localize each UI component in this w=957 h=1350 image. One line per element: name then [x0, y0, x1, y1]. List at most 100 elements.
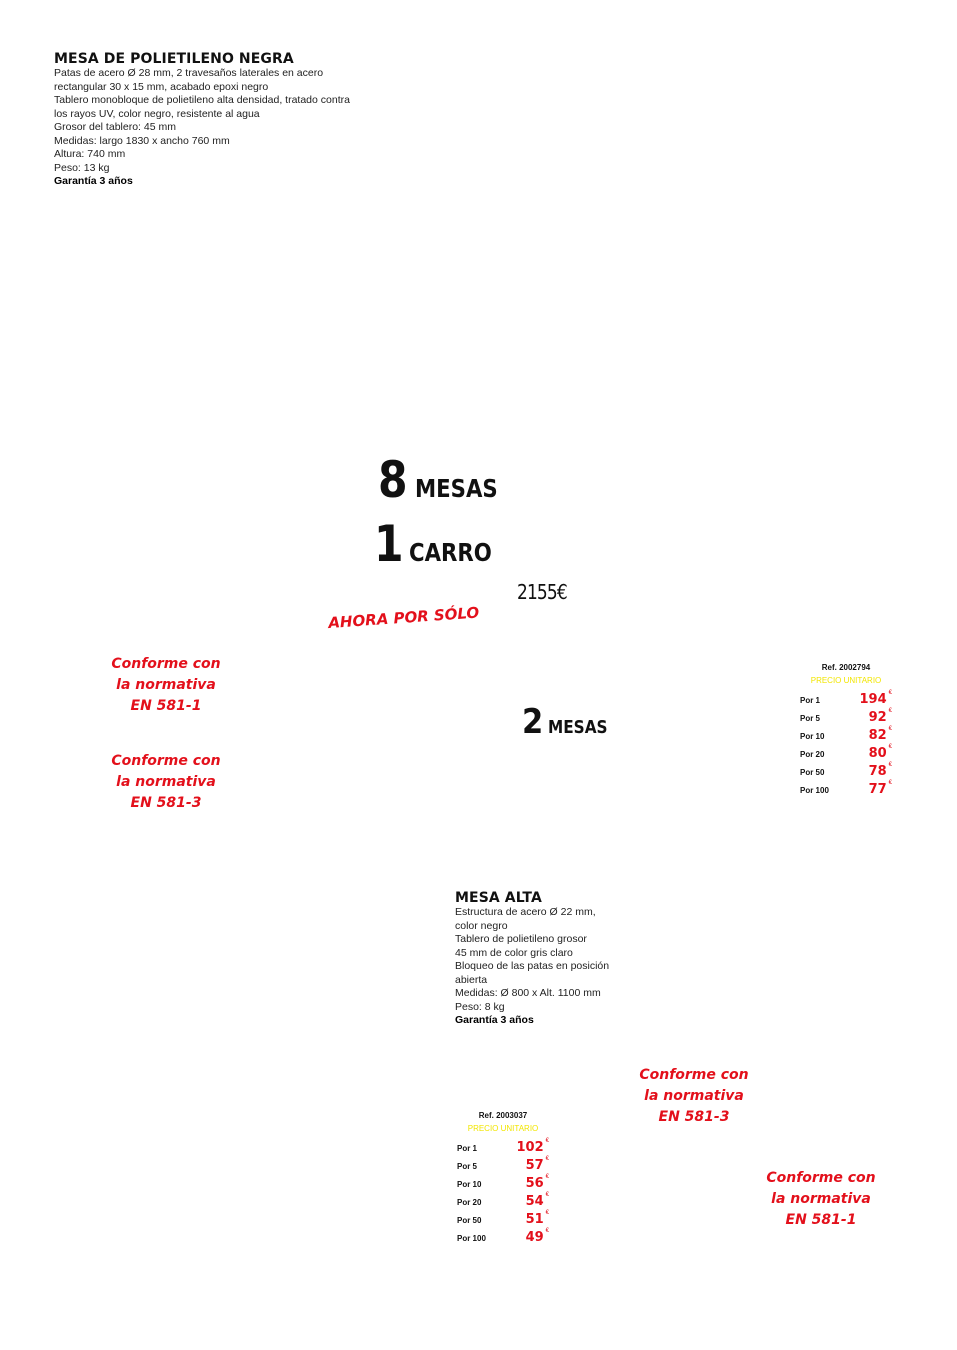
norm-line: la normativa — [644, 1088, 744, 1104]
price-row-label: Por 100 — [457, 1234, 486, 1243]
currency-symbol: € — [545, 1192, 549, 1198]
norm-line: Conforme con — [639, 1067, 749, 1083]
currency-symbol: € — [545, 1138, 549, 1144]
norm-badge-en581-3: Conforme con la normativa EN 581-3 — [629, 1065, 759, 1128]
product-1-desc-line: Patas de acero Ø 28 mm, 2 travesaños lat… — [54, 67, 324, 79]
price-table-header: PRECIO UNITARIO — [467, 1124, 539, 1133]
price-table-header: PRECIO UNITARIO — [810, 676, 882, 685]
price-row-label: Por 1 — [457, 1144, 478, 1153]
price-row: Por 10 56€ — [457, 1174, 549, 1192]
currency-symbol: € — [888, 690, 892, 696]
product-1-desc-line: Altura: 740 mm — [54, 148, 126, 160]
product-1-block: MESA DE POLIETILENO NEGRA Patas de acero… — [54, 51, 350, 189]
product-2-desc-line: Peso: 8 kg — [455, 1000, 505, 1013]
two-mesas-count: 2 — [522, 702, 544, 742]
price-row: Por 5 92€ — [800, 708, 892, 726]
product-2-desc-line: Medidas: Ø 800 x Alt. 1100 mm — [455, 987, 601, 999]
product-2-block: MESA ALTA Estructura de acero Ø 22 mm, c… — [455, 890, 609, 1028]
norm-badge-en581-1: Conforme con la normativa EN 581-1 — [101, 654, 231, 717]
norm-line: la normativa — [771, 1191, 871, 1207]
product-2-desc-line: color negro — [455, 919, 508, 932]
promo-mesas-word: MESAS — [415, 474, 498, 503]
price-row-label: Por 1 — [800, 696, 821, 705]
product-1-title: MESA DE POLIETILENO NEGRA — [54, 51, 294, 67]
price-row-value: 80 — [868, 746, 887, 761]
norm-line: Conforme con — [766, 1170, 876, 1186]
price-row: Por 1 102€ — [457, 1138, 549, 1156]
product-2-desc-line: Tablero de polietileno grosor — [455, 933, 587, 945]
product-1-desc-line: Medidas: largo 1830 x ancho 760 mm — [54, 134, 230, 147]
norm-line: EN 581-3 — [130, 795, 202, 811]
price-row: Por 50 51€ — [457, 1210, 549, 1228]
price-row: Por 1 194€ — [800, 690, 892, 708]
price-row-value: 194 — [859, 692, 887, 707]
product-2-desc-line: Bloqueo de las patas en posición — [455, 960, 610, 972]
price-table-ref: Ref. 2003037 — [478, 1111, 528, 1120]
norm-line: la normativa — [116, 677, 216, 693]
price-row-label: Por 10 — [457, 1180, 482, 1189]
price-row-label: Por 20 — [800, 750, 825, 759]
currency-symbol: € — [888, 708, 892, 714]
price-row-label: Por 20 — [457, 1198, 482, 1207]
price-row: Por 5 57€ — [457, 1156, 549, 1174]
product-1-desc-line: rectangular 30 x 15 mm, acabado epoxi ne… — [54, 80, 269, 93]
currency-symbol: € — [888, 726, 892, 732]
promo-carro-count: 1 — [374, 515, 404, 573]
price-row-value: 92 — [868, 710, 887, 725]
price-row-value: 77 — [868, 782, 887, 797]
product-1-desc-line: los rayos UV, color negro, resistente al… — [54, 107, 260, 120]
two-mesas-heading: 2 MESAS — [522, 702, 618, 742]
price-row-value: 78 — [868, 764, 887, 779]
price-row: Por 100 77€ — [800, 780, 892, 798]
product-2-desc-line: Estructura de acero Ø 22 mm, — [455, 906, 596, 918]
norm-line: EN 581-1 — [130, 698, 202, 714]
norm-line: EN 581-3 — [658, 1109, 730, 1125]
price-row-value: 102 — [516, 1140, 544, 1155]
two-mesas-word: MESAS — [548, 717, 608, 738]
promo-line-mesas: 8 MESAS — [378, 452, 513, 508]
norm-line: EN 581-1 — [785, 1212, 857, 1228]
norm-line: Conforme con — [111, 753, 221, 769]
norm-badge-en581-3: Conforme con la normativa EN 581-3 — [101, 751, 231, 814]
currency-symbol: € — [545, 1156, 549, 1162]
price-table-ref: Ref. 2002794 — [821, 663, 871, 672]
price-row-label: Por 10 — [800, 732, 825, 741]
product-1-desc-line: Grosor del tablero: 45 mm — [54, 121, 176, 133]
promo-ahora-label: AHORA POR SÓLO — [327, 603, 480, 632]
currency-symbol: € — [545, 1228, 549, 1234]
price-row-value: 56 — [525, 1176, 544, 1191]
product-1-desc-line: Tablero monobloque de polietileno alta d… — [54, 94, 350, 106]
product-1-guarantee: Garantía 3 años — [54, 175, 133, 187]
price-row: Por 20 54€ — [457, 1192, 549, 1210]
norm-line: Conforme con — [111, 656, 221, 672]
price-table-2: Ref. 2003037 PRECIO UNITARIO Por 1 102€ … — [457, 1110, 549, 1246]
price-row-label: Por 50 — [457, 1216, 482, 1225]
product-2-desc-line: abierta — [455, 973, 488, 986]
currency-symbol: € — [545, 1210, 549, 1216]
price-table-1: Ref. 2002794 PRECIO UNITARIO Por 1 194€ … — [800, 662, 892, 798]
price-row-value: 49 — [525, 1230, 544, 1245]
product-1-description: Patas de acero Ø 28 mm, 2 travesaños lat… — [54, 67, 350, 189]
promo-total-price: 2155€ — [517, 580, 568, 604]
currency-symbol: € — [545, 1174, 549, 1180]
promo-line-carro: 1 CARRO — [374, 516, 507, 572]
price-row-value: 82 — [868, 728, 887, 743]
currency-symbol: € — [888, 762, 892, 768]
price-row: Por 50 78€ — [800, 762, 892, 780]
promo-mesas-count: 8 — [378, 451, 408, 509]
currency-symbol: € — [888, 744, 892, 750]
price-row-value: 51 — [525, 1212, 544, 1227]
product-2-title: MESA ALTA — [455, 890, 542, 906]
price-row-value: 54 — [525, 1194, 544, 1209]
promo-carro-word: CARRO — [409, 538, 493, 567]
price-row-value: 57 — [525, 1158, 544, 1173]
price-row-label: Por 100 — [800, 786, 829, 795]
price-row: Por 100 49€ — [457, 1228, 549, 1246]
product-2-desc-line: 45 mm de color gris claro — [455, 946, 573, 959]
product-1-desc-line: Peso: 13 kg — [54, 161, 110, 174]
norm-badge-en581-1: Conforme con la normativa EN 581-1 — [756, 1168, 886, 1231]
currency-symbol: € — [888, 780, 892, 786]
price-row-label: Por 5 — [457, 1162, 478, 1171]
price-row-label: Por 50 — [800, 768, 825, 777]
norm-line: la normativa — [116, 774, 216, 790]
